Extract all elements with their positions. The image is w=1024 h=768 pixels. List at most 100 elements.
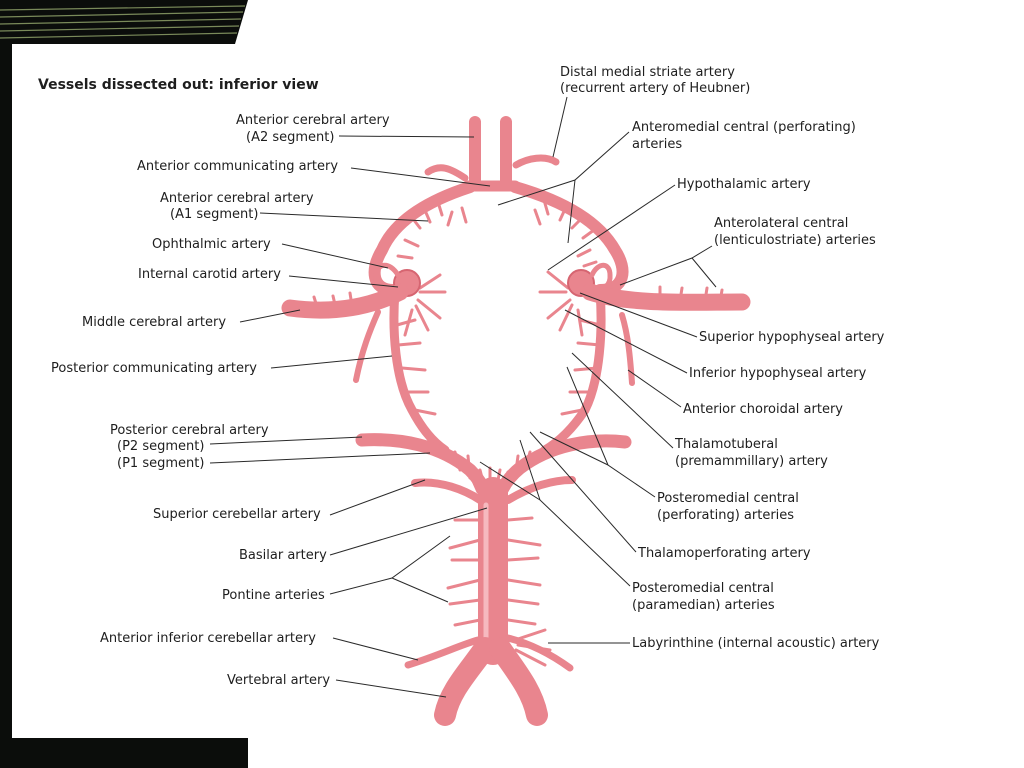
diagram-title: Vessels dissected out: inferior view: [38, 77, 319, 93]
leader-basilar: [329, 507, 488, 556]
label-ant-choroidal: Anterior choroidal artery: [683, 402, 843, 417]
vertebral-artery-left: [434, 637, 496, 726]
perforating-branch: [414, 304, 430, 332]
ophthalmic-artery-left: [373, 262, 401, 293]
leader-aca-a2: [338, 135, 475, 138]
label-aca-a2-line1: Anterior cerebral artery: [236, 113, 390, 128]
label-ica: Internal carotid artery: [138, 267, 281, 282]
perforating-branch: [533, 208, 542, 226]
anterior-inferior-cerebellar-artery-right: [504, 634, 574, 672]
anterior-cerebral-artery-a1-left: [368, 181, 476, 296]
recurrent-artery-of-heubner-left: [424, 164, 469, 182]
frame-top-stripes: [0, 5, 246, 39]
perforating-branch: [403, 238, 420, 248]
label-mca: Middle cerebral artery: [82, 315, 226, 330]
label-anteromedial-line1: Anteromedial central (perforating): [632, 120, 856, 135]
perforating-branch: [400, 366, 427, 372]
posterior-communicating-artery-right: [540, 287, 606, 455]
perforating-branch: [416, 298, 442, 320]
perforating-branch: [514, 648, 547, 667]
label-heubner-line2: (recurrent artery of Heubner): [560, 81, 750, 96]
label-aica: Anterior inferior cerebellar artery: [100, 631, 316, 646]
label-anteromedial-line2: arteries: [632, 137, 682, 152]
leader-lines: [209, 96, 717, 698]
label-aca-a2-line2: (A2 segment): [246, 130, 334, 145]
superior-cerebellar-artery-left: [411, 478, 484, 504]
label-vertebral: Vertebral artery: [227, 673, 330, 688]
posterior-communicating-artery-left: [389, 287, 450, 455]
superior-cerebellar-artery-right: [504, 476, 576, 504]
label-inf-hypophyseal: Inferior hypophyseal artery: [689, 366, 867, 381]
leader-inf-hypophyseal: [564, 309, 688, 374]
vertebral-artery-right: [489, 637, 548, 726]
leader-pca-p2: [209, 436, 363, 445]
leader-thalamoperforating: [529, 431, 637, 553]
leader-heubner: [552, 96, 568, 158]
leader-anterolateral: [619, 245, 717, 288]
label-sup-hypophyseal: Superior hypophyseal artery: [699, 330, 885, 345]
leader-pca-p1: [209, 452, 431, 464]
leader-sca: [329, 479, 426, 516]
label-thalamotuberal-line1: Thalamotuberal: [674, 437, 778, 452]
label-pca-p1: (P1 segment): [117, 456, 204, 471]
leader-anteromedial: [497, 131, 630, 244]
labels-left: Anterior cerebral artery (A2 segment) An…: [51, 113, 390, 688]
perforating-branch: [506, 556, 540, 562]
leader-sup-hypophyseal: [579, 292, 698, 338]
perforating-branch: [446, 210, 454, 227]
perforating-branch: [506, 538, 542, 547]
arterial-circle: [281, 116, 751, 726]
label-pm-perforating-line1: Posteromedial central: [657, 491, 799, 506]
leader-hypothalamic: [547, 184, 676, 271]
leader-thalamotuberal: [571, 352, 674, 449]
middle-cerebral-artery-right: [581, 283, 751, 311]
perforating-branch: [546, 270, 570, 290]
perforating-branch: [448, 538, 482, 550]
perforating-branch: [560, 408, 584, 416]
perforating-branch: [506, 578, 542, 587]
label-sca: Superior cerebellar artery: [153, 507, 321, 522]
perforating-branch: [396, 254, 414, 260]
label-thalamotuberal-line2: (premammillary) artery: [675, 454, 828, 469]
label-thalamoperforating: Thalamoperforating artery: [637, 546, 811, 561]
leader-ica: [288, 275, 399, 288]
leader-aca-a1: [259, 212, 429, 222]
label-pontine: Pontine arteries: [222, 588, 325, 603]
frame-bottom-bar: [0, 738, 248, 768]
anterior-inferior-cerebellar-artery-left: [404, 636, 482, 669]
label-pca-line1: Posterior cerebral artery: [110, 423, 269, 438]
perforating-branch: [506, 516, 534, 522]
perforating-branch: [546, 298, 572, 320]
label-pm-perforating-line2: (perforating) arteries: [657, 508, 794, 523]
leader-pm-paramedian: [479, 439, 631, 587]
label-ophthalmic: Ophthalmic artery: [152, 237, 271, 252]
label-basilar: Basilar artery: [239, 548, 327, 563]
perforating-branch: [446, 578, 482, 590]
label-pm-paramedian-line1: Posteromedial central: [632, 581, 774, 596]
label-heubner-line1: Distal medial striate artery: [560, 65, 735, 80]
slide-frame: [0, 0, 248, 768]
label-hypothalamic: Hypothalamic artery: [677, 177, 811, 192]
perforating-branch: [506, 598, 540, 606]
perforating-branch: [576, 248, 592, 258]
posterior-cerebral-artery-right: [495, 434, 632, 497]
perforating-branch: [395, 318, 417, 327]
leader-acom: [350, 167, 491, 187]
perforating-branch: [453, 618, 482, 627]
perforating-branch: [558, 303, 574, 332]
anterior-choroidal-artery-left: [353, 309, 381, 383]
label-anterolateral-line2: (lenticulostriate) arteries: [714, 233, 876, 248]
perforating-branch: [396, 341, 422, 347]
perforating-branch: [418, 273, 442, 290]
leader-aica: [332, 637, 419, 661]
leader-ant-choroidal: [627, 369, 682, 408]
label-acom: Anterior communicating artery: [137, 159, 338, 174]
label-anterolateral-line1: Anterolateral central: [714, 216, 848, 231]
perforating-branch: [448, 598, 482, 606]
leader-mca: [239, 309, 301, 323]
anterior-choroidal-artery-right: [619, 312, 635, 386]
recurrent-artery-of-heubner-right: [512, 154, 560, 169]
perforating-branch: [506, 618, 537, 626]
